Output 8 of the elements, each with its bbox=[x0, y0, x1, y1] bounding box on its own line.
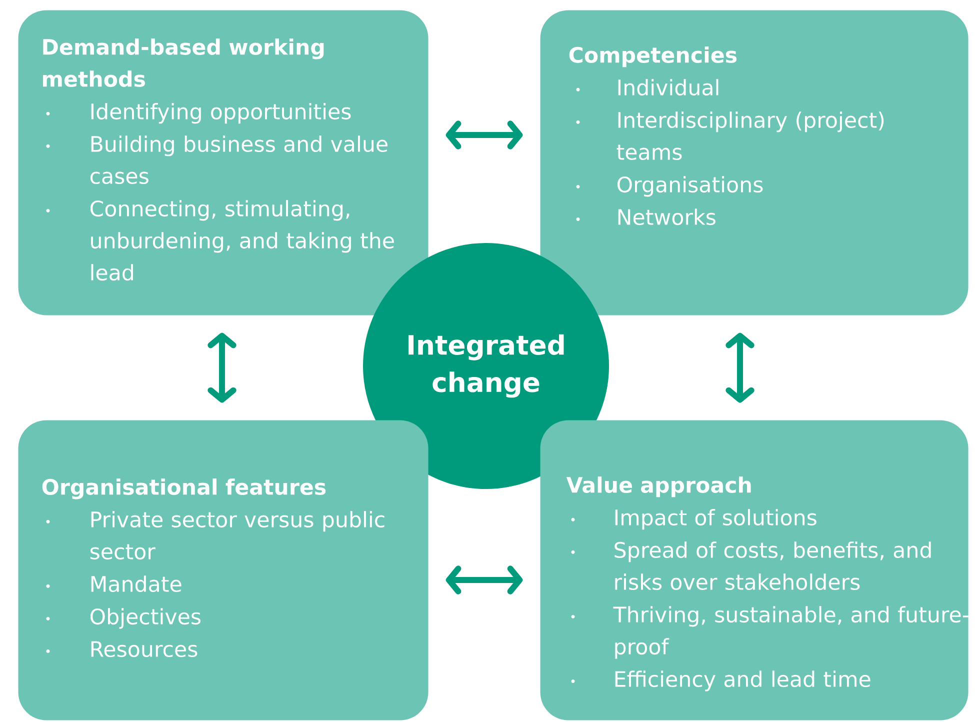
topic-box: Competencies Individual Interdisciplinary (project) teams Organisations Networks bbox=[540, 10, 968, 316]
topic-box: Organisational features Private sector versus public sector Mandate Objectives Resources bbox=[18, 420, 428, 720]
double-arrow bbox=[446, 120, 523, 150]
topic-box: Demand-based working methods Identifying opportunities Building business and value cases Connecting, stimulating, unburdening, and taking the lead bbox=[18, 10, 428, 316]
double-arrow bbox=[446, 566, 523, 594]
double-arrow bbox=[726, 332, 754, 403]
topic-box: Value approach Impact of solutions Spread of costs, benefits, and risks over stakeholders Thriving, sustainable, and future-proof Efficiency and lead time bbox=[540, 420, 969, 720]
double-arrow bbox=[208, 332, 236, 403]
